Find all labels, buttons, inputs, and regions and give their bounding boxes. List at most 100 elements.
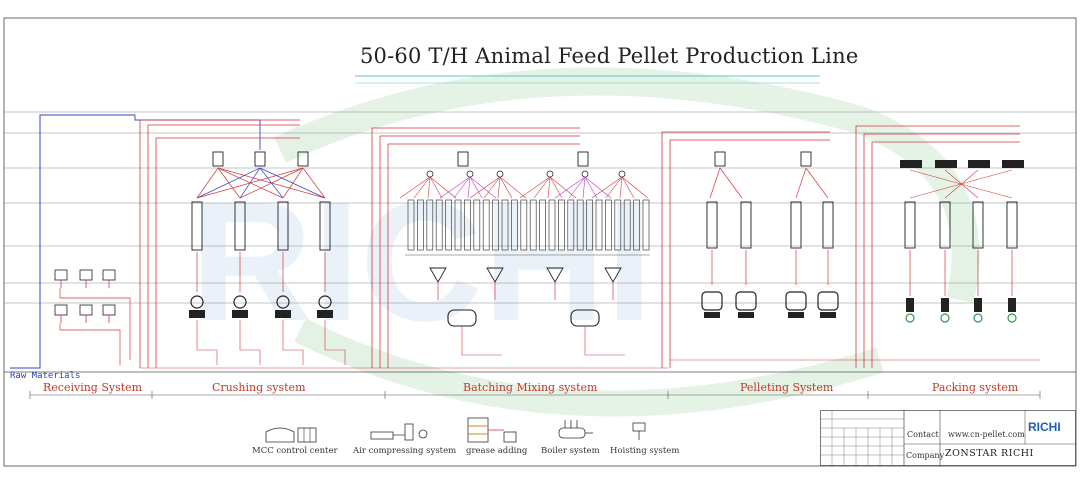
company-label: Company <box>906 451 945 460</box>
pipe <box>584 326 625 356</box>
distributor <box>800 151 812 167</box>
contact-label: Contact <box>907 430 939 439</box>
mill-base <box>788 312 804 318</box>
bin <box>234 201 246 251</box>
distribution-pipe <box>621 176 649 199</box>
elevator-pipe <box>379 135 580 368</box>
distributor <box>714 151 726 167</box>
cooler-top <box>900 160 922 168</box>
batching-bin <box>511 199 518 251</box>
intake-hopper <box>54 304 68 316</box>
scale-hopper <box>486 267 504 283</box>
distribution-pipe <box>709 167 721 199</box>
title-block <box>820 410 1076 466</box>
batching-bin <box>454 199 462 251</box>
legend-hoisting: Hoisting system <box>610 446 680 456</box>
legend-mcc: MCC control center <box>252 446 338 456</box>
diagram-title: 50-60 T/H Animal Feed Pellet Production … <box>360 44 859 68</box>
packing-scale <box>974 298 982 312</box>
section-divider <box>29 391 1041 399</box>
pellet-mill <box>735 291 757 311</box>
batching-bin <box>407 199 415 251</box>
batching-bin <box>642 199 650 251</box>
batching-bin <box>492 199 499 251</box>
bin <box>740 201 752 249</box>
distribution-pipe <box>591 176 623 199</box>
distributor <box>297 151 309 167</box>
distribution-pipe <box>453 176 471 199</box>
elevator-pipe <box>669 139 830 368</box>
mcc-cabinet-icon <box>265 427 317 443</box>
batching-bin <box>576 199 584 251</box>
batching-bin <box>623 199 631 251</box>
mill-base <box>317 310 333 318</box>
batching-bin <box>426 199 434 251</box>
cross-pipe <box>909 169 1013 199</box>
elevator-pipe <box>855 125 1020 368</box>
intake-hopper <box>79 304 93 316</box>
elevator-pipe <box>371 127 580 368</box>
distribution-pipe <box>469 176 483 199</box>
section-packing: Packing system <box>932 381 1019 394</box>
bag-sewing <box>1007 313 1017 323</box>
raw-materials-label: Raw Materials <box>10 371 81 381</box>
pipe <box>461 326 502 356</box>
elevator-pipe <box>155 137 300 368</box>
hammer-mill <box>318 295 332 309</box>
distribution-pipe <box>605 176 623 199</box>
distribution-pipe <box>439 176 471 199</box>
batching-bin <box>586 199 593 251</box>
cooler-top <box>968 160 990 168</box>
distribution-pipe <box>584 176 598 199</box>
mill-base <box>232 310 248 318</box>
bin <box>319 201 331 251</box>
distributor <box>577 151 589 167</box>
batching-bin <box>548 199 556 251</box>
legend-grease: grease adding <box>466 446 528 456</box>
batching-bin <box>529 199 537 251</box>
elevator-pipe <box>871 141 1020 368</box>
batching-bin <box>567 199 575 251</box>
pellet-mill <box>701 291 723 311</box>
distribution-pipe <box>302 167 326 199</box>
drawing-border <box>3 17 1077 467</box>
batching-bin <box>605 199 612 251</box>
intake-hopper <box>102 269 116 281</box>
mill-base <box>820 312 836 318</box>
distribution-pipe <box>483 176 501 199</box>
packing-scale <box>906 298 914 312</box>
packing-bin <box>904 201 916 249</box>
distribution-pipe <box>497 176 501 199</box>
distribution-pipe <box>399 176 431 199</box>
section-crushing: Crushing system <box>212 381 306 394</box>
bag-sewing <box>940 313 950 323</box>
distributor <box>212 151 224 167</box>
intake-hopper <box>54 269 68 281</box>
batching-bin <box>595 199 603 251</box>
hammer-mill <box>276 295 290 309</box>
distribution-pipe <box>519 176 551 199</box>
elevator-pipe <box>863 133 1020 368</box>
hammer-mill <box>233 295 247 309</box>
bin <box>822 201 834 249</box>
scale-hopper <box>429 267 447 283</box>
bin <box>790 201 802 249</box>
packing-bin <box>972 201 984 249</box>
bin <box>191 201 203 251</box>
distribution-pipe <box>239 167 304 199</box>
packing-bin <box>1006 201 1018 249</box>
pipe <box>282 320 304 365</box>
batching-bin <box>539 199 546 251</box>
hammer-mill <box>190 295 204 309</box>
raw-feed-pipe <box>10 114 135 369</box>
company-value: ZONSTAR RICHI <box>945 448 1034 459</box>
batching-bin <box>614 199 622 251</box>
pipe <box>239 320 261 365</box>
distribution-pipe <box>427 176 431 199</box>
batching-bin <box>501 199 509 251</box>
distribution-pipe <box>469 176 497 199</box>
grease-adding-icon <box>467 417 517 443</box>
distribution-pipe <box>795 167 807 199</box>
distribution-pipe <box>547 176 551 199</box>
